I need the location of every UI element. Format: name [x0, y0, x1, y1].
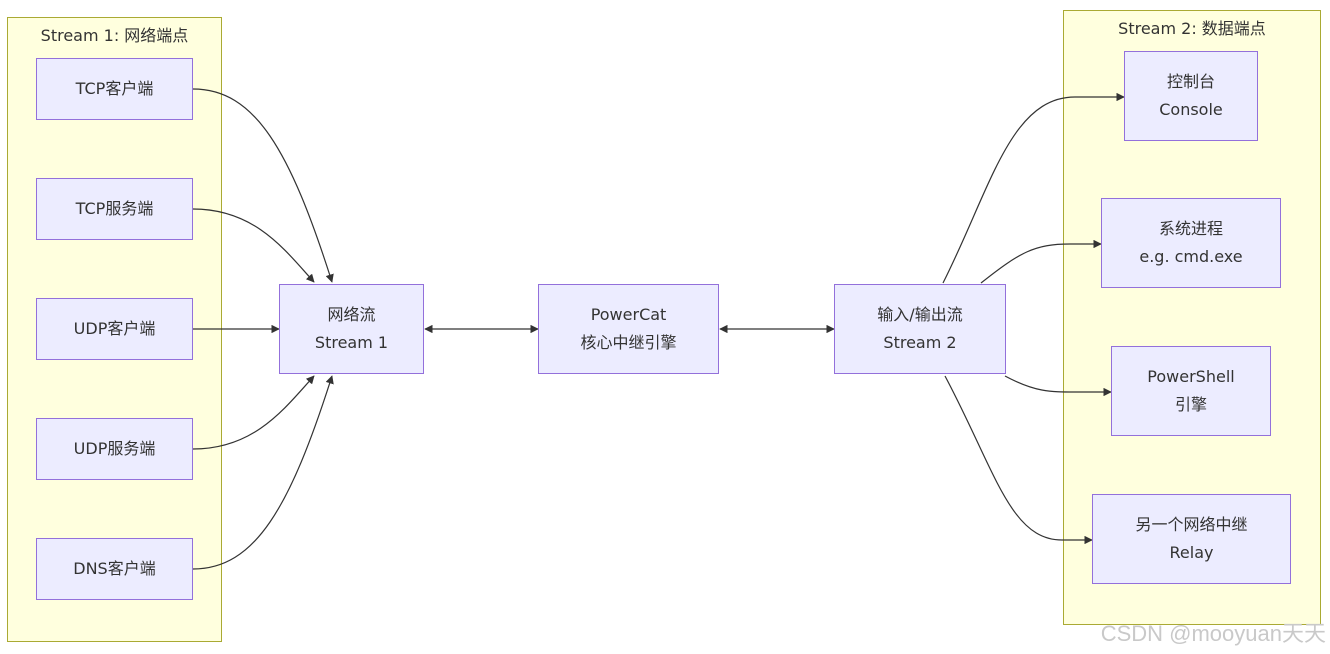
edge-io-stream-to-console	[942, 92, 1125, 284]
node-label-line1: 网络流	[327, 305, 376, 324]
node-udp-server: UDP服务端	[36, 418, 193, 480]
node-label-line1: 控制台	[1166, 72, 1215, 91]
node-label-line2: Stream 2	[883, 333, 957, 352]
edge-io-stream-to-powershell	[1004, 375, 1112, 397]
node-label-line2: Stream 1	[314, 333, 389, 352]
node-system-process: 系统进程 e.g. cmd.exe	[1101, 198, 1281, 288]
node-tcp-server: TCP服务端	[36, 178, 193, 240]
node-label-line1: 系统进程	[1158, 219, 1223, 238]
edge-tcp-client-to-net-stream	[192, 88, 334, 283]
node-tcp-client: TCP客户端	[36, 58, 193, 120]
node-label-line2: Console	[1159, 100, 1223, 119]
node-label-line2: 核心中继引擎	[580, 333, 677, 352]
edge-io-stream-to-process	[980, 239, 1102, 284]
node-dns-client: DNS客户端	[36, 538, 193, 600]
edge-tcp-server-to-net-stream	[192, 208, 315, 283]
node-another-relay: 另一个网络中继 Relay	[1092, 494, 1291, 584]
node-console: 控制台 Console	[1124, 51, 1258, 141]
node-label-line1: 输入/输出流	[877, 305, 963, 324]
node-io-stream: 输入/输出流 Stream 2	[834, 284, 1006, 374]
node-label-line1: PowerShell	[1147, 367, 1235, 386]
watermark: CSDN @mooyuan天天	[1100, 621, 1326, 646]
node-label: TCP客户端	[75, 79, 154, 98]
node-label: TCP服务端	[75, 199, 154, 218]
edge-udp-server-to-net-stream	[192, 375, 315, 450]
node-label-line2: e.g. cmd.exe	[1139, 247, 1243, 266]
node-powershell-engine: PowerShell 引擎	[1111, 346, 1271, 436]
node-label: UDP客户端	[73, 319, 156, 338]
node-label-line1: 另一个网络中继	[1135, 515, 1248, 534]
node-network-stream: 网络流 Stream 1	[279, 284, 424, 374]
node-label-line1: PowerCat	[590, 305, 667, 324]
edge-io-stream-to-relay	[944, 375, 1093, 545]
edge-dns-client-to-net-stream	[192, 375, 334, 570]
node-label-line2: Relay	[1169, 543, 1214, 562]
node-udp-client: UDP客户端	[36, 298, 193, 360]
group-title: Stream 1: 网络端点	[40, 26, 189, 45]
group-title: Stream 2: 数据端点	[1118, 19, 1266, 38]
node-powercat-relay-engine: PowerCat 核心中继引擎	[538, 284, 719, 374]
node-label: UDP服务端	[73, 439, 156, 458]
node-label-line2: 引擎	[1174, 395, 1207, 414]
node-label: DNS客户端	[73, 559, 156, 578]
